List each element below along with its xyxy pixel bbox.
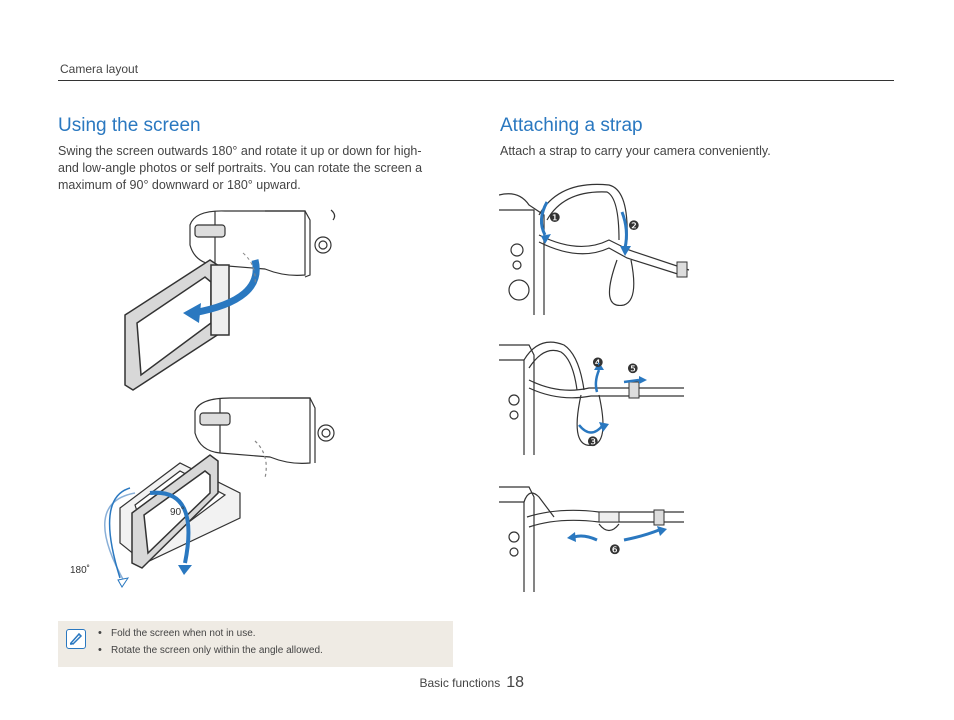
header-section-label: Camera layout (60, 62, 139, 76)
angle-90-label: 90˚ (170, 506, 184, 518)
step-4-marker: ❹ (592, 356, 604, 371)
page-number: 18 (506, 674, 524, 691)
note-item: Rotate the screen only within the angle … (98, 644, 323, 662)
strap-step-6-illustration: ❻ (499, 486, 684, 592)
page-footer: Basic functions 18 (419, 674, 524, 692)
attaching-strap-paragraph: Attach a strap to carry your camera conv… (500, 144, 771, 158)
note-box: Fold the screen when not in use. Rotate … (58, 621, 453, 667)
header-divider (58, 80, 894, 81)
angle-180-label: 180˚ (70, 564, 90, 576)
step-2-marker: ❷ (628, 219, 640, 234)
strap-step-1-2-illustration: ❶ ❷ (499, 183, 690, 315)
step-1-marker: ❶ (549, 211, 561, 226)
note-list: Fold the screen when not in use. Rotate … (98, 627, 323, 662)
screen-rotate-illustration: 90˚ 180˚ (70, 397, 335, 588)
step-6-marker: ❻ (609, 543, 621, 558)
footer-section-label: Basic functions (419, 676, 501, 690)
using-screen-paragraph: Swing the screen outwards 180° and rotat… (58, 144, 423, 192)
step-3-marker: ❸ (587, 435, 599, 450)
pencil-note-icon (66, 629, 86, 649)
note-item: Fold the screen when not in use. (98, 627, 323, 645)
screen-swing-illustration (124, 209, 336, 391)
strap-step-3-5-illustration: ❹ ❺ ❸ (499, 341, 684, 455)
step-5-marker: ❺ (627, 362, 639, 377)
using-screen-heading: Using the screen (58, 115, 201, 136)
attaching-strap-heading: Attaching a strap (500, 115, 643, 136)
